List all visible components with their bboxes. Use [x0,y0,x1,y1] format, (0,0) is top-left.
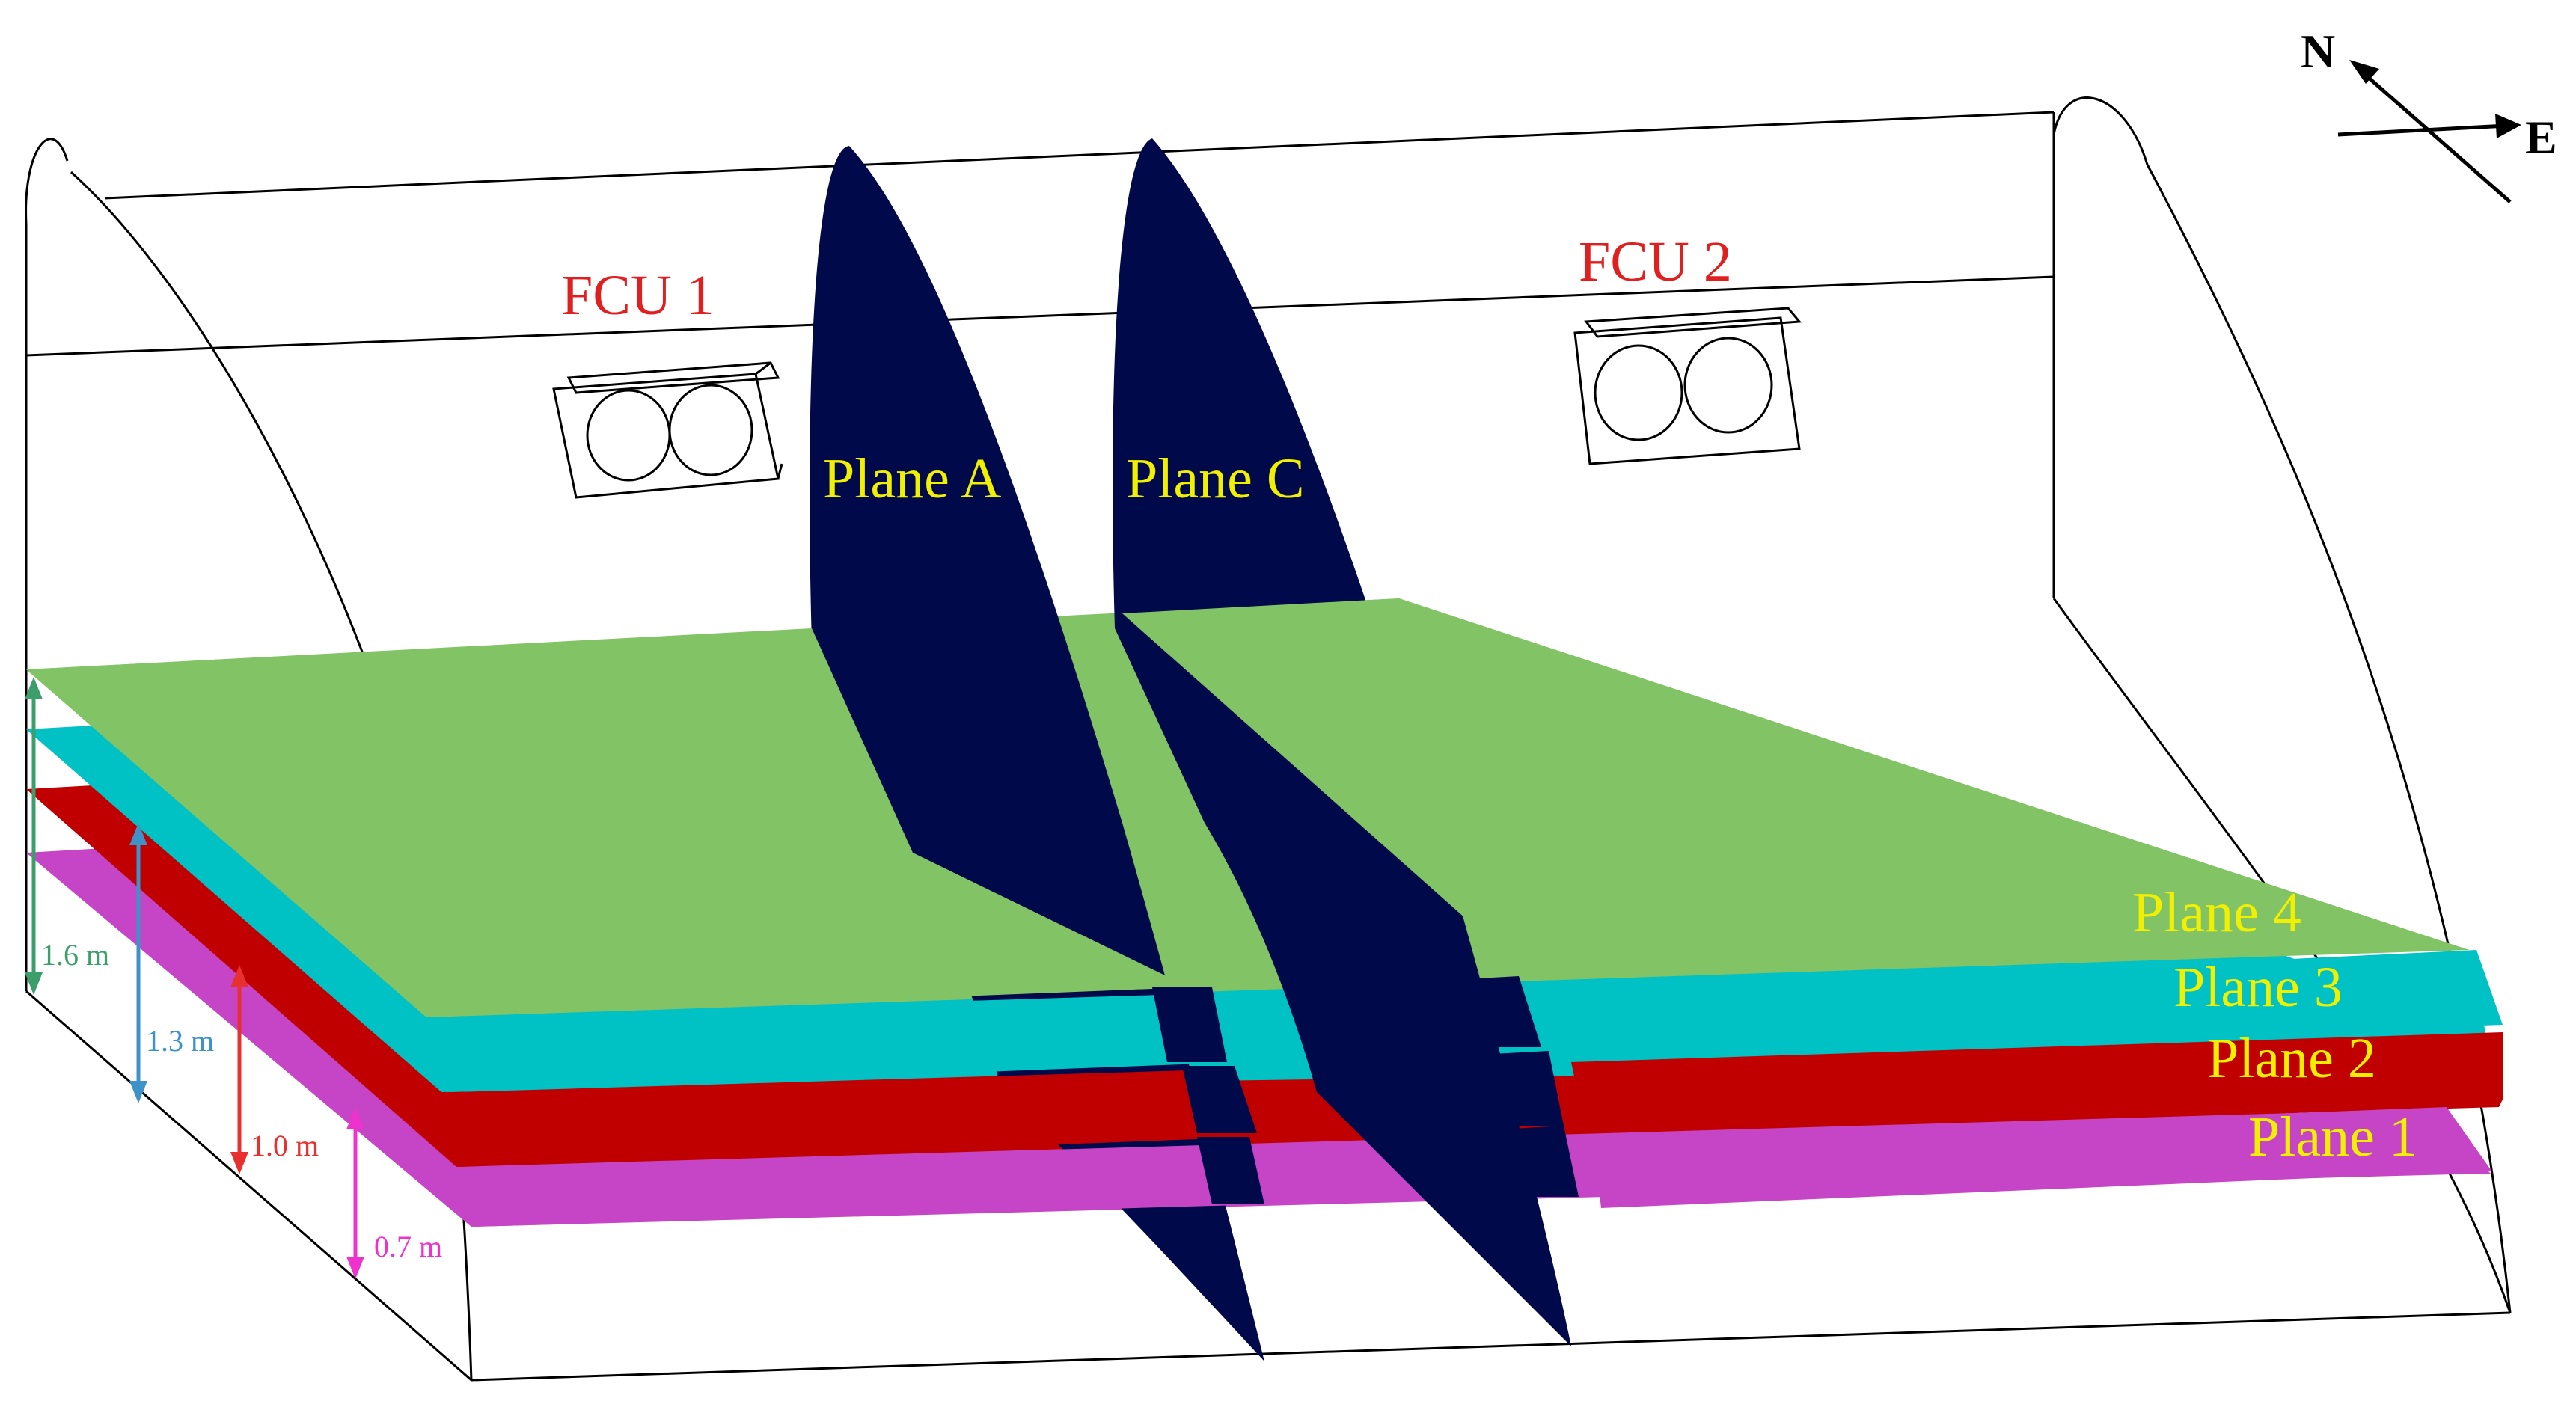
plane-a-label: Plane A [823,447,1002,510]
plane-overlaps [26,598,2503,1227]
plane-2-label: Plane 2 [2207,1027,2376,1090]
east-arrow-icon [2495,114,2521,138]
dimension-arrows [25,677,364,1279]
plane-3-height-label: 1.3 m [146,1024,214,1058]
plane-2-height-label: 1.0 m [251,1129,319,1162]
fcu-1-label: FCU 1 [561,264,715,327]
compass-east-label: E [2525,111,2557,164]
fcu-2-unit [1573,307,1802,465]
north-arrow-icon [2349,60,2379,84]
compass-north-label: N [2301,25,2335,78]
compass: N E [2301,25,2557,203]
plane-c-label: Plane C [1126,447,1305,510]
plane-4-label: Plane 4 [2132,881,2301,944]
plane-1-label: Plane 1 [2248,1106,2417,1168]
plane-1-height-label: 0.7 m [374,1230,442,1263]
room-outline [25,96,2512,1382]
plane-3-label: Plane 3 [2173,956,2343,1019]
plane-4-height-label: 1.6 m [41,938,109,972]
fcu-2-label: FCU 2 [1579,230,1732,293]
fcu-1-unit [552,361,783,499]
